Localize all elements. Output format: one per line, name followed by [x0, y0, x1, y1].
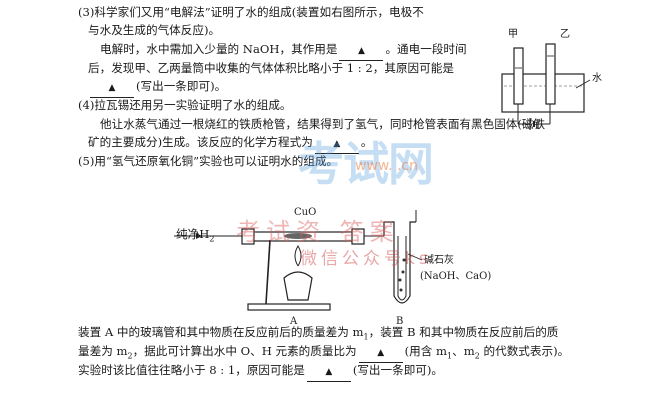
label-cuo: CuO	[294, 207, 317, 218]
label-water: 水	[592, 73, 602, 84]
conclusion-line2-d: 的代数式表示)。	[479, 344, 570, 358]
m2-subscript-2: 2	[474, 351, 480, 361]
label-soda-lime: 碱石灰	[424, 255, 454, 266]
q5-line1: (5)用“氢气还原氧化铜”实验也可以证明水的组成。	[78, 154, 339, 168]
q4-line2: 他让水蒸气通过一根烧红的铁质枪管，结果得到了氢气，同时枪管表面有黑色固体(磁铁	[100, 117, 546, 131]
q4-line3-text: 矿的主要成分)生成。该反应的化学方程式为	[88, 135, 313, 149]
blank-marker: ▲	[333, 139, 341, 149]
cuo-powder	[284, 233, 312, 239]
label-apparatus-a: A	[290, 316, 298, 327]
conclusion-line2-c: (用含 m	[404, 344, 448, 358]
label-yi: 乙	[560, 29, 570, 40]
q3-line1: (3)科学家们又用“电解法”证明了水的组成(装置如右图所示，电极不	[78, 5, 424, 19]
tube-jia	[513, 47, 524, 105]
h2-text: 纯净H	[176, 227, 210, 241]
label-pure-h2: 纯净H2	[176, 226, 214, 247]
answer-blank-2[interactable]: ▲	[90, 78, 134, 98]
h2-subscript: 2	[209, 234, 215, 244]
conclusion-line1-tail: ，装置 B 和其中物质在反应前后的质	[368, 325, 559, 339]
q3-line3: 电解时，水中需加入少量的 NaOH，其作用是 ▲ 。通电一段时间	[100, 41, 467, 61]
water-tank	[501, 73, 585, 113]
watermark-url: www. .cn	[355, 158, 418, 174]
answer-blank-5[interactable]: ▲	[306, 362, 351, 382]
conclusion-line2-a: 量差为 m	[78, 344, 128, 358]
tube-yi	[545, 43, 556, 105]
q4-line3-tail: 。	[360, 135, 373, 149]
q4-line3: 矿的主要成分)生成。该反应的化学方程式为 ▲ 。	[88, 134, 372, 154]
q3-line3-tail: 。通电一段时间	[385, 42, 467, 56]
answer-blank-1[interactable]: ▲	[339, 41, 384, 61]
q3-line4: 后，发现甲、乙两量筒中收集的气体体积比略小于 1 : 2，其原因可能是	[88, 61, 454, 75]
m2-subscript: 2	[127, 351, 133, 361]
conclusion-line1: 装置 A 中的玻璃管和其中物质在反应前后的质量差为 m1，装置 B 和其中物质在…	[78, 324, 558, 345]
q3-line5: ▲ (写出一条即可)。	[88, 78, 226, 98]
answer-blank-4[interactable]: ▲	[358, 343, 403, 363]
q3-line3-text: 电解时，水中需加入少量的 NaOH，其作用是	[100, 42, 338, 56]
conclusion-line2: 量差为 m2，据此可计算出水中 O、H 元素的质量比为▲(用含 m1、m2 的代…	[78, 343, 569, 364]
lime-pointer	[407, 253, 423, 261]
watermark-site-logo: 考试网	[298, 137, 434, 191]
flame-icon	[294, 245, 302, 267]
q3-line2: 与水及生成的气体反应)。	[88, 23, 221, 37]
water-pointer	[575, 79, 591, 89]
m1-subscript: 1	[363, 332, 369, 342]
u-tube-left	[383, 221, 416, 304]
conclusion-line3: 实验时该比值往往略小于 8 : 1，原因可能是 ▲ (写出一条即可)。	[78, 362, 443, 382]
label-apparatus-b: B	[396, 316, 404, 327]
blank-marker: ▲	[377, 348, 385, 358]
label-jia: 甲	[508, 29, 518, 40]
q3-line5-tail: (写出一条即可)。	[136, 79, 227, 93]
watermark-red-1: 考试资 答案	[236, 218, 400, 246]
answer-blank-3[interactable]: ▲	[314, 134, 359, 154]
q4-line1: (4)拉瓦锡还用另一实验证明了水的组成。	[78, 98, 292, 112]
label-soda-lime-formula: (NaOH、CaO)	[420, 271, 492, 282]
hydrogen-reduction-diagram	[174, 210, 423, 311]
alcohol-lamp	[283, 271, 313, 301]
conclusion-line3-tail: (写出一条即可)。	[352, 363, 444, 377]
conclusion-line3-text: 实验时该比值往往略小于 8 : 1，原因可能是	[78, 363, 305, 377]
u-tube-inner	[397, 236, 407, 301]
conclusion-line1-text: 装置 A 中的玻璃管和其中物质在反应前后的质量差为 m	[78, 325, 364, 339]
conclusion-line2-b: ，据此可计算出水中 O、H 元素的质量比为	[132, 344, 357, 358]
blank-marker: ▲	[325, 367, 333, 377]
stand-base	[247, 303, 331, 311]
blank-marker: ▲	[108, 83, 116, 93]
conclusion-line2-mid: 、m	[452, 344, 475, 358]
watermark-red-2: 微信公众号ks	[300, 249, 432, 269]
blank-marker: ▲	[357, 46, 365, 56]
electrolysis-diagram	[501, 43, 591, 130]
m1-subscript-2: 1	[447, 351, 453, 361]
stand-rod	[265, 239, 271, 305]
